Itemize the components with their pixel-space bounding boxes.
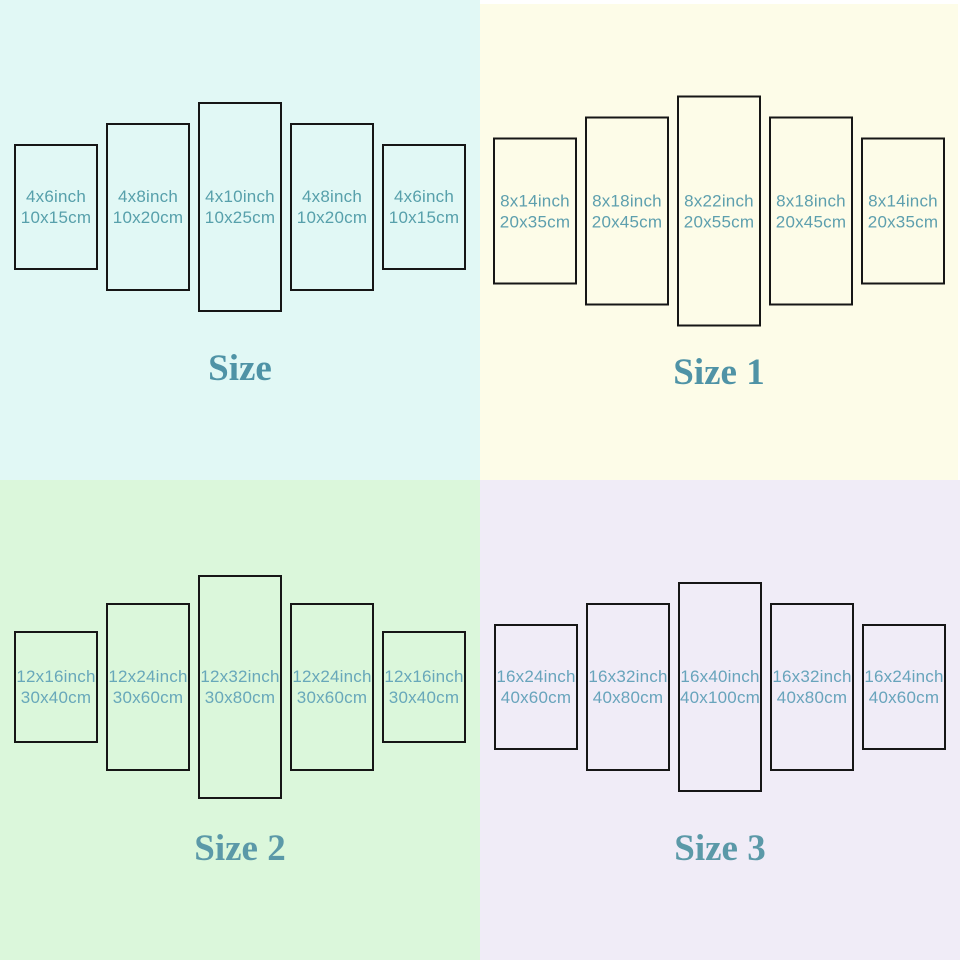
panel-size-cm: 20x45cm: [775, 212, 847, 231]
panel-size-label: 4x8inch 10x20cm: [297, 186, 367, 228]
panel-size-label: 16x40inch 40x100cm: [680, 666, 760, 708]
canvas-panel: 8x14inch 20x35cm: [861, 137, 945, 285]
canvas-panel: 12x32inch 30x80cm: [198, 575, 282, 799]
panel-size-inch: 4x8inch: [301, 187, 362, 206]
canvas-panel: 4x6inch 10x15cm: [382, 144, 466, 270]
panel-size-label: 12x32inch 30x80cm: [200, 666, 279, 708]
canvas-panel: 16x24inch 40x60cm: [862, 624, 946, 750]
canvas-panel: 8x18inch 20x45cm: [585, 116, 669, 306]
canvas-panel: 12x16inch 30x40cm: [14, 631, 98, 743]
panel-size-cm: 40x100cm: [679, 688, 761, 707]
panel-size-inch: 16x40inch: [680, 667, 760, 686]
canvas-panel: 16x32inch 40x80cm: [586, 603, 670, 771]
panel-size-inch: 4x10inch: [205, 187, 275, 206]
panel-size-cm: 30x60cm: [112, 688, 184, 707]
panel-size-label: 16x32inch 40x80cm: [772, 666, 851, 708]
panel-row: 12x16inch 30x40cm 12x24inch 30x60cm 12x3…: [0, 575, 480, 799]
panel-size-cm: 30x60cm: [296, 688, 368, 707]
quadrant-title: Size: [208, 348, 272, 389]
canvas-panel: 16x24inch 40x60cm: [494, 624, 578, 750]
canvas-panel: 12x24inch 30x60cm: [290, 603, 374, 771]
panel-size-cm: 20x35cm: [499, 212, 571, 231]
panel-size-inch: 8x18inch: [776, 191, 846, 210]
panel-size-inch: 8x14inch: [500, 191, 570, 210]
canvas-panel: 8x22inch 20x55cm: [677, 95, 761, 327]
canvas-panel: 4x8inch 10x20cm: [290, 123, 374, 291]
panel-size-label: 12x24inch 30x60cm: [108, 666, 187, 708]
panel-size-label: 12x24inch 30x60cm: [292, 666, 371, 708]
panel-size-inch: 8x14inch: [868, 191, 938, 210]
canvas-panel: 8x18inch 20x45cm: [769, 116, 853, 306]
panel-size-label: 8x18inch 20x45cm: [776, 190, 846, 232]
panel-size-cm: 40x80cm: [592, 688, 664, 707]
panel-size-inch: 8x22inch: [684, 191, 754, 210]
canvas-panel: 16x40inch 40x100cm: [678, 582, 762, 792]
panel-size-cm: 30x40cm: [20, 688, 92, 707]
panel-size-label: 4x10inch 10x25cm: [205, 186, 275, 228]
panel-size-label: 8x14inch 20x35cm: [868, 190, 938, 232]
panel-size-cm: 40x60cm: [500, 688, 572, 707]
panel-size-inch: 16x24inch: [864, 667, 944, 686]
panel-size-cm: 20x35cm: [867, 212, 939, 231]
panel-size-inch: 4x6inch: [393, 187, 454, 206]
panel-size-cm: 40x60cm: [868, 688, 940, 707]
panel-size-cm: 10x15cm: [20, 208, 92, 227]
panel-size-label: 12x16inch 30x40cm: [384, 666, 463, 708]
panel-size-inch: 8x18inch: [592, 191, 662, 210]
canvas-panel: 12x16inch 30x40cm: [382, 631, 466, 743]
panel-size-label: 4x6inch 10x15cm: [21, 186, 91, 228]
canvas-panel: 4x10inch 10x25cm: [198, 102, 282, 312]
panel-size-label: 8x22inch 20x55cm: [684, 190, 754, 232]
panel-size-cm: 20x55cm: [683, 212, 755, 231]
quadrant-size-3: 16x24inch 40x60cm 16x32inch 40x80cm 16x4…: [480, 480, 960, 960]
panel-size-label: 16x24inch 40x60cm: [864, 666, 943, 708]
panel-size-label: 8x18inch 20x45cm: [592, 190, 662, 232]
panel-size-label: 16x24inch 40x60cm: [496, 666, 575, 708]
quadrant-title: Size 1: [673, 352, 765, 393]
panel-size-cm: 20x45cm: [591, 212, 663, 231]
panel-size-inch: 16x32inch: [588, 667, 668, 686]
quadrant-size-1: 8x14inch 20x35cm 8x18inch 20x45cm 8x22in…: [480, 0, 960, 480]
quadrant-size-2: 12x16inch 30x40cm 12x24inch 30x60cm 12x3…: [0, 480, 480, 960]
canvas-panel: 4x8inch 10x20cm: [106, 123, 190, 291]
panel-size-inch: 4x6inch: [25, 187, 86, 206]
quadrant-title: Size 2: [194, 828, 286, 869]
panel-size-inch: 12x16inch: [16, 667, 96, 686]
panel-row: 4x6inch 10x15cm 4x8inch 10x20cm 4x10inch…: [0, 102, 480, 312]
panel-size-cm: 30x80cm: [204, 688, 276, 707]
panel-size-label: 4x8inch 10x20cm: [113, 186, 183, 228]
panel-size-label: 12x16inch 30x40cm: [16, 666, 95, 708]
quadrant-title: Size 3: [674, 828, 766, 869]
panel-row: 16x24inch 40x60cm 16x32inch 40x80cm 16x4…: [480, 582, 960, 792]
canvas-panel: 8x14inch 20x35cm: [493, 137, 577, 285]
panel-row: 8x14inch 20x35cm 8x18inch 20x45cm 8x22in…: [480, 95, 958, 327]
panel-size-label: 8x14inch 20x35cm: [500, 190, 570, 232]
panel-size-inch: 12x24inch: [108, 667, 188, 686]
panel-size-cm: 40x80cm: [776, 688, 848, 707]
panel-size-inch: 12x16inch: [384, 667, 464, 686]
canvas-panel: 16x32inch 40x80cm: [770, 603, 854, 771]
panel-size-inch: 4x8inch: [117, 187, 178, 206]
panel-size-inch: 12x24inch: [292, 667, 372, 686]
panel-size-cm: 10x15cm: [388, 208, 460, 227]
canvas-panel: 12x24inch 30x60cm: [106, 603, 190, 771]
quadrant-size: 4x6inch 10x15cm 4x8inch 10x20cm 4x10inch…: [0, 0, 480, 480]
panel-size-cm: 10x20cm: [112, 208, 184, 227]
panel-size-cm: 10x25cm: [204, 208, 276, 227]
panel-size-inch: 16x32inch: [772, 667, 852, 686]
canvas-panel: 4x6inch 10x15cm: [14, 144, 98, 270]
panel-size-cm: 10x20cm: [296, 208, 368, 227]
panel-size-label: 4x6inch 10x15cm: [389, 186, 459, 228]
panel-size-cm: 30x40cm: [388, 688, 460, 707]
panel-size-inch: 16x24inch: [496, 667, 576, 686]
panel-size-label: 16x32inch 40x80cm: [588, 666, 667, 708]
panel-size-inch: 12x32inch: [200, 667, 280, 686]
